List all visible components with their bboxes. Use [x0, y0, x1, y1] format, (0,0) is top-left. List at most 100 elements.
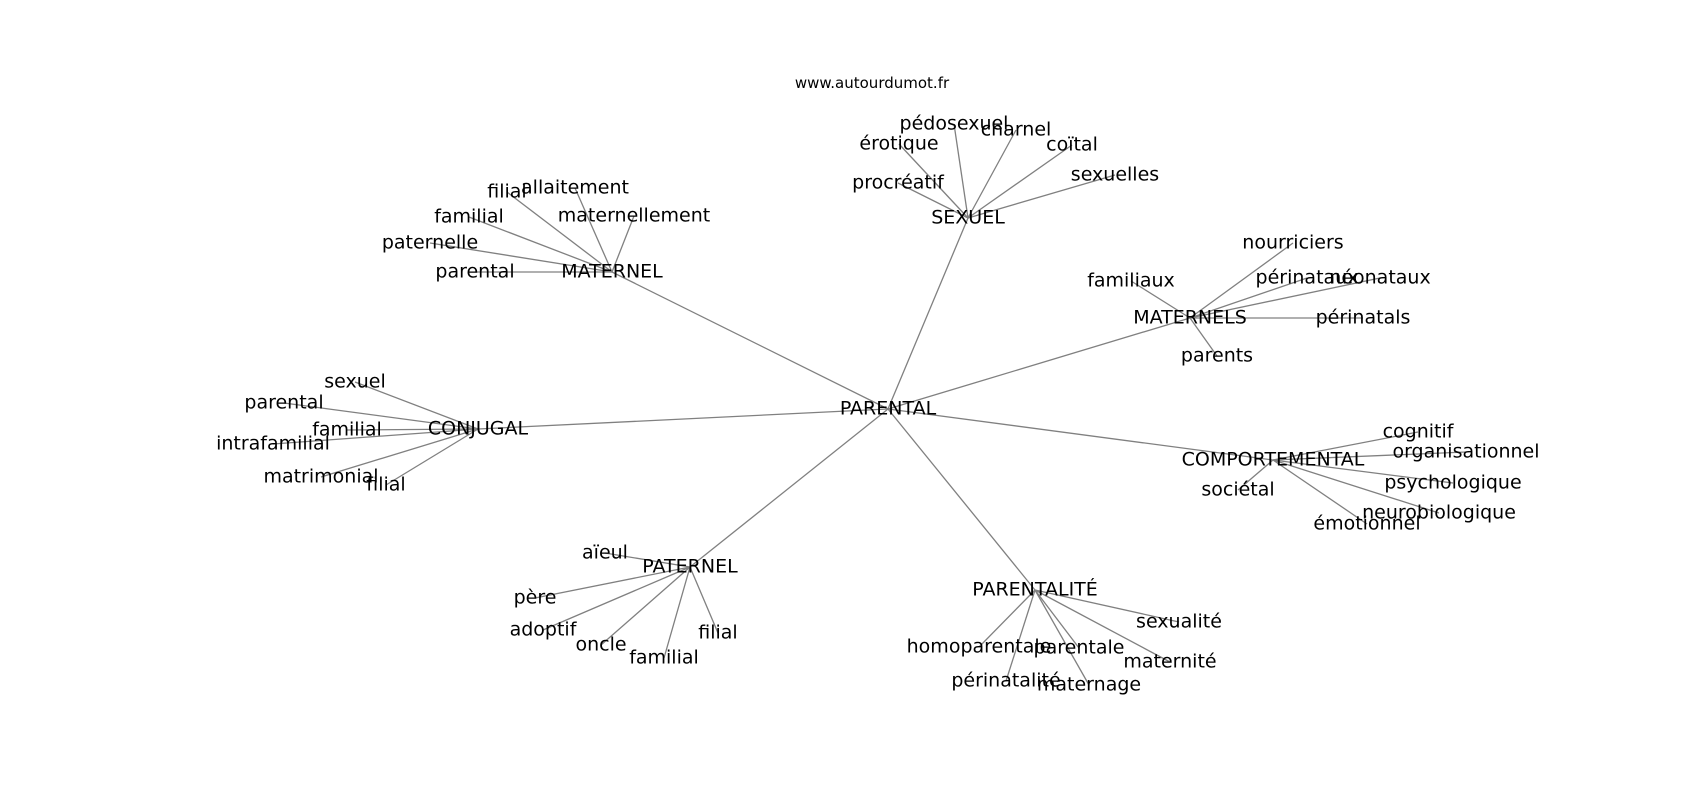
edge-hub-leaf: [283, 402, 479, 430]
edge-hub-leaf: [689, 566, 719, 634]
edge-center-hub: [887, 408, 1036, 591]
leaf-node: parentale: [1034, 637, 1125, 659]
edge-hub-leaf: [967, 129, 1017, 219]
edge-hub-leaf: [967, 174, 1116, 219]
edge-hub-leaf: [611, 215, 635, 273]
edge-hub-leaf: [1034, 589, 1090, 686]
leaf-node: filial: [487, 181, 526, 203]
edge-hub-leaf: [898, 143, 969, 219]
leaf-node: oncle: [575, 634, 626, 656]
hub-node: MATERNEL: [561, 261, 663, 283]
leaf-node: maternage: [1037, 674, 1141, 696]
hub-node: PATERNEL: [642, 556, 738, 578]
leaf-node: parental: [244, 392, 323, 414]
leaf-node: père: [514, 587, 557, 609]
leaf-node: matrimonial: [263, 466, 378, 488]
edge-hub-leaf: [1189, 317, 1218, 357]
leaf-node: sexuel: [324, 371, 386, 393]
edge-center-hub: [611, 271, 889, 410]
edge-hub-leaf: [604, 552, 691, 568]
leaf-node: allaitement: [521, 177, 629, 199]
leaf-node: aïeul: [582, 542, 628, 564]
edge-hub-leaf: [663, 566, 691, 659]
edge-hub-leaf: [1189, 277, 1308, 319]
edge-hub-leaf: [1272, 451, 1467, 461]
edge-hub-leaf: [1034, 589, 1180, 623]
leaf-node: sociétal: [1201, 479, 1274, 501]
leaf-node: érotique: [859, 133, 938, 155]
leaf-node: psychologique: [1384, 472, 1521, 494]
edge-hub-leaf: [346, 428, 479, 431]
leaf-node: maternité: [1123, 651, 1216, 673]
edge-center-hub: [689, 408, 889, 568]
edge-hub-leaf: [1034, 589, 1080, 649]
edge-hub-leaf: [354, 381, 479, 430]
leaf-node: organisationnel: [1392, 441, 1539, 463]
edge-hub-leaf: [953, 123, 969, 219]
edges: [272, 123, 1467, 686]
edge-hub-leaf: [1237, 459, 1274, 491]
edge-hub-leaf: [1130, 280, 1191, 319]
leaf-node: émotionnel: [1313, 513, 1420, 535]
leaf-node: intrafamilial: [216, 433, 330, 455]
leaf-node: néonataux: [1329, 267, 1430, 289]
leaf-node: parental: [435, 261, 514, 283]
edge-hub-leaf: [1272, 459, 1454, 484]
leaf-node: cognitif: [1383, 421, 1455, 443]
edge-hub-leaf: [506, 191, 613, 273]
leaf-node: périnataux: [1256, 267, 1359, 289]
leaf-node: charnel: [981, 119, 1052, 141]
leaf-node: périnatals: [1316, 307, 1411, 329]
edge-hub-leaf: [429, 242, 613, 273]
edge-hub-leaf: [1189, 242, 1294, 319]
edge-hub-leaf: [320, 428, 479, 478]
hub-node: MATERNELS: [1133, 307, 1247, 329]
edge-hub-leaf: [468, 216, 613, 273]
leaf-node: familial: [312, 419, 382, 441]
leaf-node: parents: [1181, 345, 1253, 367]
edge-hub-leaf: [1272, 431, 1419, 461]
leaf-node: périnatalité: [951, 670, 1060, 692]
hub-node: PARENTALITÉ: [972, 578, 1098, 601]
leaf-node: procréatif: [852, 172, 945, 194]
hub-node: SEXUEL: [931, 207, 1005, 229]
edge-hub-leaf: [542, 566, 691, 631]
leaf-node: maternellement: [558, 205, 710, 227]
leaf-node: familiaux: [1087, 270, 1175, 292]
leaf-node: sexuelles: [1071, 164, 1159, 186]
edge-hub-leaf: [978, 589, 1036, 648]
leaf-node: filial: [366, 474, 405, 496]
edge-hub-leaf: [272, 428, 479, 445]
edge-hub-leaf: [1189, 277, 1381, 319]
leaf-node: sexualité: [1136, 611, 1222, 633]
edge-hub-leaf: [1005, 589, 1036, 682]
leaf-node: homoparentale: [907, 636, 1052, 658]
edge-hub-leaf: [574, 187, 613, 273]
edge-center-hub: [887, 408, 1274, 461]
leaf-node: nourriciers: [1242, 232, 1343, 254]
edge-center-hub: [477, 408, 889, 430]
leaf-node: adoptif: [510, 619, 578, 641]
edge-hub-leaf: [967, 144, 1073, 219]
leaf-node: paternelle: [382, 232, 478, 254]
center-node: PARENTAL: [840, 398, 937, 420]
edge-hub-leaf: [534, 566, 691, 599]
edge-hub-leaf: [1272, 459, 1368, 525]
leaf-node: familial: [629, 647, 699, 669]
edge-hub-leaf: [1272, 459, 1440, 514]
edge-center-hub: [887, 317, 1191, 410]
edge-center-hub: [887, 217, 969, 410]
hub-node: COMPORTEMENTAL: [1182, 449, 1365, 471]
edge-hub-leaf: [385, 428, 479, 486]
leaf-node: neurobiologique: [1362, 502, 1516, 524]
leaf-node: coïtal: [1046, 134, 1098, 156]
source-label: www.autourdumot.fr: [795, 74, 950, 92]
hub-node: CONJUGAL: [428, 418, 529, 440]
leaf-node: familial: [434, 206, 504, 228]
leaf-node: filial: [698, 622, 737, 644]
edge-hub-leaf: [897, 182, 969, 219]
edge-hub-leaf: [1034, 589, 1171, 663]
edge-hub-leaf: [600, 566, 691, 646]
